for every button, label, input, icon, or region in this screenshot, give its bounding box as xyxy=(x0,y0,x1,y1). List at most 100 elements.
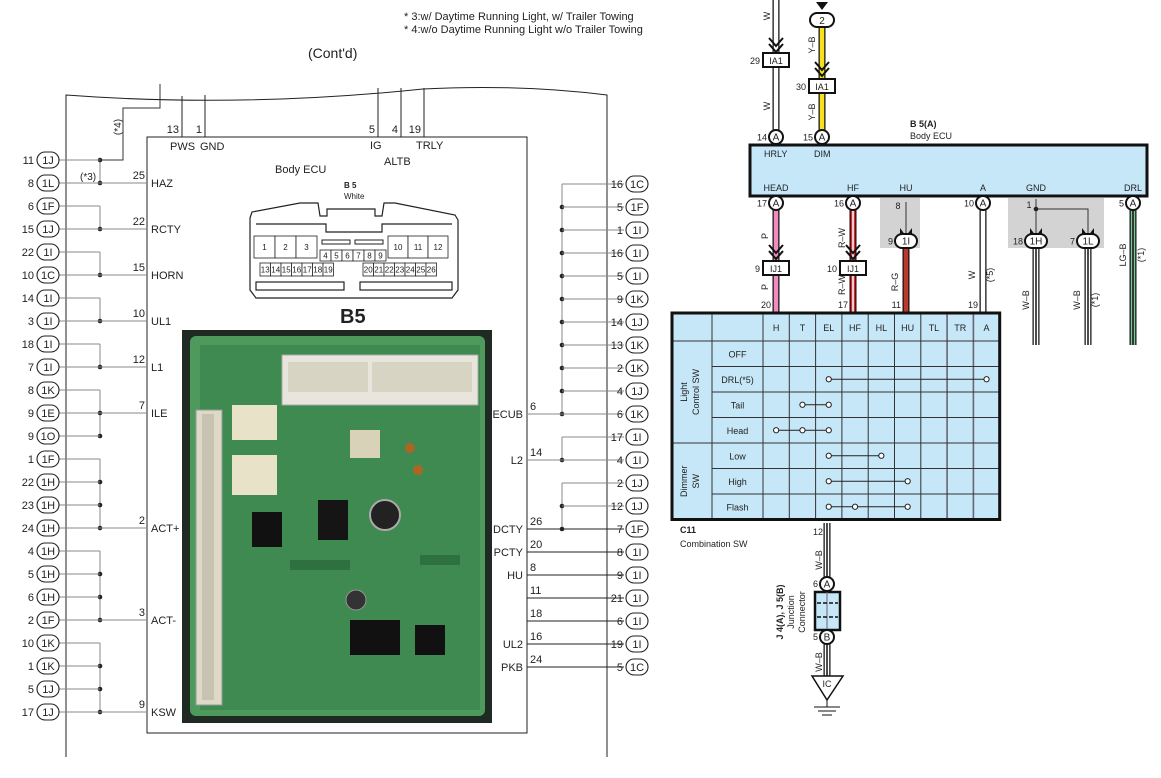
cavity-number: 26 xyxy=(427,266,436,275)
connector-pin: 17 xyxy=(611,432,623,444)
connector-pin: 11 xyxy=(23,155,34,167)
connector-code: 1I xyxy=(632,225,641,237)
terminal-act+: ACT+ xyxy=(151,523,179,535)
note-star5: (*5) xyxy=(985,268,995,283)
connector-pin: 8 xyxy=(617,547,623,559)
connector-code: 1F xyxy=(42,615,55,627)
connector-oval xyxy=(809,12,835,28)
column-header-a: A xyxy=(984,323,990,333)
connector-pin: 2 xyxy=(617,363,623,375)
terminal-code: A xyxy=(850,199,857,210)
left-connector-1I: 1I3 xyxy=(28,312,60,330)
connector-code: 1C xyxy=(41,270,55,282)
cavity-number: 21 xyxy=(374,266,383,275)
terminal-hrly: HRLY xyxy=(764,149,787,159)
connector-pin: 3 xyxy=(28,316,34,328)
connector-pin: 22 xyxy=(22,477,34,489)
continuity-point xyxy=(825,478,832,485)
connector-code: 1I xyxy=(632,455,641,467)
connector-pin: 8 xyxy=(28,385,34,397)
terminal-pin: 7 xyxy=(139,400,145,412)
column-header-hl: HL xyxy=(876,323,888,333)
terminal-pin: 16 xyxy=(834,199,844,209)
connector-outline xyxy=(625,589,649,607)
terminal-ksw: KSW xyxy=(151,707,177,719)
terminal-pin: 12 xyxy=(133,354,145,366)
left-connector-1F: 1F2 xyxy=(28,611,60,629)
terminal-pin: 20 xyxy=(530,539,542,551)
terminal-pin: 10 xyxy=(133,308,145,320)
ecu-code: B 5(A) xyxy=(910,119,937,129)
connector-pin: 18 xyxy=(1013,237,1023,247)
cavity-number: 11 xyxy=(414,243,423,252)
connector-code: 1E xyxy=(41,408,54,420)
connector-pin: 5 xyxy=(617,271,623,283)
left-connector-1K: 1K8 xyxy=(28,381,60,399)
right-connector-1I: 1I1 xyxy=(617,221,649,239)
connector-outline xyxy=(625,244,649,262)
wire-color-label: LG–B xyxy=(1118,243,1128,266)
terminal-a: A xyxy=(980,183,986,193)
right-connector-1I: 1I8 xyxy=(617,543,649,561)
b5-photo-label: B5 xyxy=(340,306,366,328)
junction-dot xyxy=(1033,206,1039,212)
connector-pin: 6 xyxy=(617,616,623,628)
connector-pin: 5 xyxy=(617,202,623,214)
terminal-code: A xyxy=(980,199,987,210)
terminal-rcty: RCTY xyxy=(151,224,182,236)
connector-code: 1O xyxy=(41,431,56,443)
star4-wire xyxy=(100,84,161,161)
connector-pin: 5 xyxy=(28,569,34,581)
terminal-pin: 14 xyxy=(757,133,767,143)
left-connector-1L: 1L8 xyxy=(28,174,60,192)
cavity-key xyxy=(354,239,384,245)
connector-outline xyxy=(625,290,649,308)
connector-outline xyxy=(36,174,60,192)
terminal-circle xyxy=(819,629,835,645)
terminal-pin: 15 xyxy=(803,133,813,143)
column-header-hu: HU xyxy=(901,323,914,333)
terminal-pin: 14 xyxy=(530,447,542,459)
right-connector-1I: 1I6 xyxy=(617,612,649,630)
connector-pin: 7 xyxy=(28,362,34,374)
inline-connector-pin: 10 xyxy=(827,264,837,274)
continuity-point xyxy=(983,376,990,383)
column-header-t: T xyxy=(800,323,806,333)
connector-outline xyxy=(36,220,60,238)
connector-pin: 13 xyxy=(611,340,623,352)
connector-outline xyxy=(625,566,649,584)
terminal-code: A xyxy=(773,199,780,210)
continuity-point xyxy=(904,478,911,485)
cavity-number: 22 xyxy=(385,266,394,275)
wire-color-label: P xyxy=(760,233,770,239)
connector-outline xyxy=(36,404,60,422)
connector-outline xyxy=(36,289,60,307)
continuity-point xyxy=(851,503,859,510)
connector-pin: 21 xyxy=(611,593,623,605)
column-header-tl: TL xyxy=(929,323,940,333)
switch-group-label: Light xyxy=(679,382,689,402)
connector-pin: 23 xyxy=(22,500,34,512)
inline-connector-box xyxy=(762,260,790,276)
connector-color: White xyxy=(344,192,365,201)
cavity-number: 10 xyxy=(394,243,403,252)
ground-point-code: IC xyxy=(823,679,833,689)
terminal-pin: 5 xyxy=(813,632,818,642)
continuity-point xyxy=(773,427,780,434)
ground-icon xyxy=(814,700,840,716)
connector-oval xyxy=(894,233,918,249)
switch-position-tail: Tail xyxy=(731,400,745,410)
switch-pin: 17 xyxy=(838,300,848,310)
continuity-point xyxy=(825,427,832,434)
inline-connector-pin: 29 xyxy=(750,56,760,66)
